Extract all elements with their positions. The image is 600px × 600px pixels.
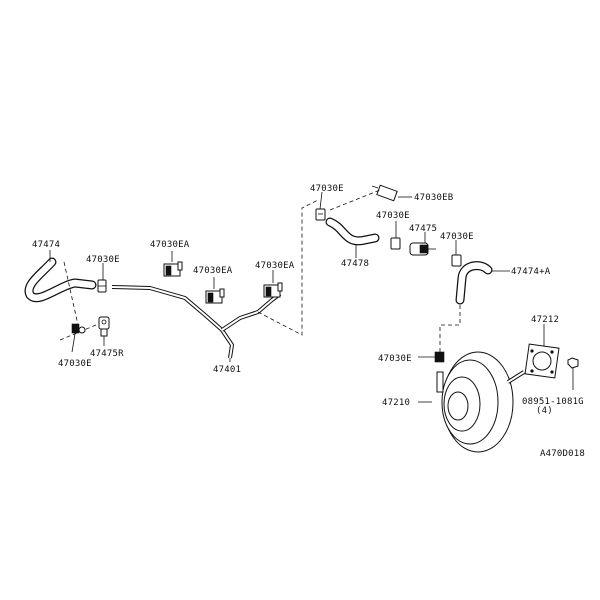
label-47475: 47475 bbox=[409, 224, 437, 234]
dashed-leader bbox=[329, 189, 381, 211]
label-47030ea-1: 47030EA bbox=[150, 240, 190, 250]
diagram-code: A470D018 bbox=[540, 449, 585, 459]
label-47030e-lower-left: 47030E bbox=[58, 359, 92, 369]
clip-47030e-left[interactable] bbox=[97, 279, 107, 293]
clip-47030e-top[interactable] bbox=[315, 208, 326, 221]
tube-47401[interactable] bbox=[111, 285, 282, 359]
hose-47474-a[interactable] bbox=[455, 261, 493, 305]
label-47475r: 47475R bbox=[90, 349, 124, 359]
label-47030ea-2: 47030EA bbox=[193, 266, 233, 276]
label-47030e-booster: 47030E bbox=[378, 354, 412, 364]
hose-47474[interactable] bbox=[24, 257, 97, 303]
leader-line bbox=[319, 191, 323, 210]
clamp-47030ea-1[interactable] bbox=[163, 261, 183, 277]
label-47474: 47474 bbox=[32, 240, 60, 250]
label-nut: 08951-1081G bbox=[522, 397, 584, 407]
clip-47030e-mid[interactable] bbox=[390, 237, 401, 250]
label-47030eb: 47030EB bbox=[414, 193, 453, 203]
label-47030e-mid: 47030E bbox=[376, 211, 410, 221]
leader-line bbox=[71, 333, 76, 353]
dashed-leader bbox=[63, 261, 79, 326]
label-47030e-top: 47030E bbox=[310, 184, 344, 194]
clamp-47030ea-2[interactable] bbox=[205, 288, 225, 304]
gasket-47212[interactable] bbox=[524, 343, 560, 379]
dashed-leader bbox=[439, 305, 461, 355]
clip-47030e-lower-left[interactable] bbox=[71, 323, 86, 334]
valve-47475[interactable] bbox=[409, 242, 436, 256]
label-47030ea-3: 47030EA bbox=[255, 261, 295, 271]
label-47478: 47478 bbox=[341, 259, 369, 269]
clamp-47030ea-3[interactable] bbox=[263, 282, 283, 298]
label-nut-qty: (4) bbox=[536, 406, 553, 416]
clip-47030e-right[interactable] bbox=[451, 254, 462, 267]
valve-47475r[interactable] bbox=[98, 316, 110, 337]
label-47212: 47212 bbox=[531, 315, 559, 325]
dashed-leader bbox=[257, 199, 319, 336]
label-47210: 47210 bbox=[382, 398, 410, 408]
nut-08951-1081g[interactable] bbox=[567, 357, 579, 369]
hose-47478[interactable] bbox=[325, 217, 380, 246]
label-47474-a: 47474+A bbox=[511, 267, 551, 277]
label-47030e-right: 47030E bbox=[440, 232, 474, 242]
clip-47030e-booster[interactable] bbox=[434, 351, 445, 363]
brake-booster-47210[interactable] bbox=[436, 351, 526, 453]
label-47401: 47401 bbox=[213, 365, 241, 375]
label-47030e-left-top: 47030E bbox=[86, 255, 120, 265]
connector-47030eb[interactable] bbox=[371, 184, 398, 202]
